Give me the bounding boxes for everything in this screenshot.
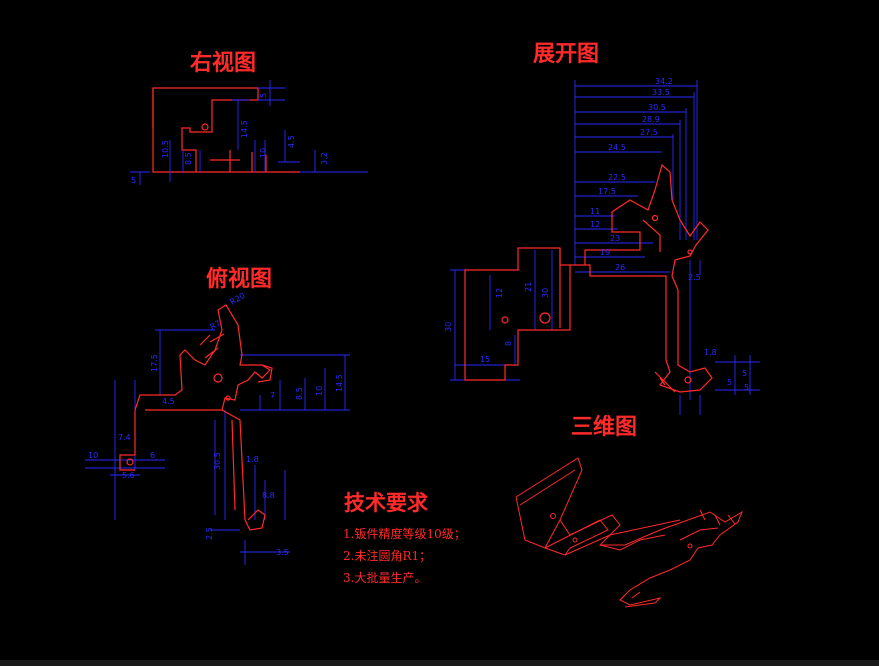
- dim-label: 8.5: [295, 387, 304, 400]
- title-right-view: 右视图: [190, 50, 256, 76]
- dim-label: 7.4: [118, 433, 131, 442]
- dim-label: 10.5: [161, 140, 170, 158]
- title-3d-view: 三维图: [571, 414, 637, 440]
- dim-label: 2.5: [688, 273, 701, 282]
- unfold-view-outline: [464, 163, 713, 393]
- dim-label: 2.5: [205, 527, 214, 540]
- tech-item: 1.钣件精度等级10级；: [343, 526, 466, 541]
- right-view-dims: [130, 80, 368, 185]
- bottom-scroll-strip[interactable]: [0, 660, 879, 666]
- unfold-view-dim-labels: 34.2 33.5 30.5 28.9 27.5 24.5 22.5 17.5 …: [444, 77, 749, 392]
- three-d-outline: [515, 457, 744, 608]
- dim-label: 22.5: [608, 173, 626, 182]
- dim-label: 1.8: [704, 348, 717, 357]
- dim-label: 27.5: [640, 128, 658, 137]
- dim-label: 8: [504, 341, 513, 346]
- dim-label: 34.2: [655, 77, 673, 86]
- top-view-outline: [119, 304, 273, 531]
- dim-label: 4.5: [162, 397, 175, 406]
- dim-label: 12: [495, 288, 504, 298]
- dim-label: 30.5: [648, 103, 666, 112]
- title-top-view: 俯视图: [206, 266, 272, 292]
- dim-label: 5: [727, 378, 732, 387]
- dim-label: 28.9: [642, 115, 660, 124]
- dim-label: 8.5: [184, 152, 193, 165]
- right-view: 5 14.5 10.5 8.5 4.5 3.2 10 5: [130, 80, 368, 185]
- dim-label: 5: [744, 383, 749, 392]
- dim-label: 1.8: [246, 455, 259, 464]
- dim-label: 30: [541, 288, 550, 298]
- tech-heading: 技术要求: [344, 490, 428, 515]
- dim-label: 14.5: [240, 120, 249, 138]
- dim-label: 30: [444, 322, 453, 332]
- dim-label: 5: [742, 369, 747, 378]
- dim-label: 5: [131, 176, 136, 185]
- dim-label: 3.5: [276, 548, 289, 557]
- tech-item: 3.大批量生产。: [343, 570, 426, 585]
- dim-label: 10: [88, 451, 98, 460]
- dim-label: 10: [315, 386, 324, 396]
- right-view-outline: [152, 87, 300, 173]
- top-view: R20 R7 17.5 8.5 10 14.5 7 4.5 30.5 1.8 8…: [85, 291, 350, 565]
- title-unfold-view: 展开图: [533, 41, 599, 67]
- top-view-dim-labels: R20 R7 17.5 8.5 10 14.5 7 4.5 30.5 1.8 8…: [88, 291, 344, 557]
- dim-label: 17.5: [598, 187, 616, 196]
- dim-label: 14.5: [335, 374, 344, 392]
- dim-label: 11: [590, 207, 600, 216]
- dim-label: 23: [610, 234, 620, 243]
- top-view-dims: [85, 329, 350, 565]
- dim-label: 15: [480, 355, 490, 364]
- dim-label: 7: [270, 391, 275, 400]
- dim-label: 8.8: [262, 491, 275, 500]
- dim-label: 6: [150, 451, 155, 460]
- dim-label: 5.6: [122, 471, 135, 480]
- dim-label: 4.5: [287, 135, 296, 148]
- dim-label: 26: [615, 263, 625, 272]
- dim-label: 33.5: [652, 88, 670, 97]
- dim-label: 5: [259, 93, 268, 98]
- tech-requirements: 技术要求 1.钣件精度等级10级； 2.未注圆角R1； 3.大批量生产。: [343, 490, 466, 585]
- dim-label: 17.5: [150, 354, 159, 372]
- tech-item: 2.未注圆角R1；: [343, 548, 431, 563]
- dim-label: 12: [590, 220, 600, 229]
- dim-label: R20: [229, 291, 247, 307]
- dim-label: 3.2: [320, 152, 329, 165]
- dim-label: 21: [524, 282, 533, 292]
- dim-label: 30.5: [213, 452, 222, 470]
- dim-label: 10: [259, 148, 268, 158]
- three-d-view: [515, 457, 744, 608]
- right-view-dim-labels: 5 14.5 10.5 8.5 4.5 3.2 10 5: [131, 93, 329, 185]
- unfold-view: 34.2 33.5 30.5 28.9 27.5 24.5 22.5 17.5 …: [444, 77, 760, 415]
- dim-label: 24.5: [608, 143, 626, 152]
- dim-label: 19: [600, 248, 610, 257]
- view-titles: 右视图 展开图 俯视图 三维图: [190, 41, 637, 440]
